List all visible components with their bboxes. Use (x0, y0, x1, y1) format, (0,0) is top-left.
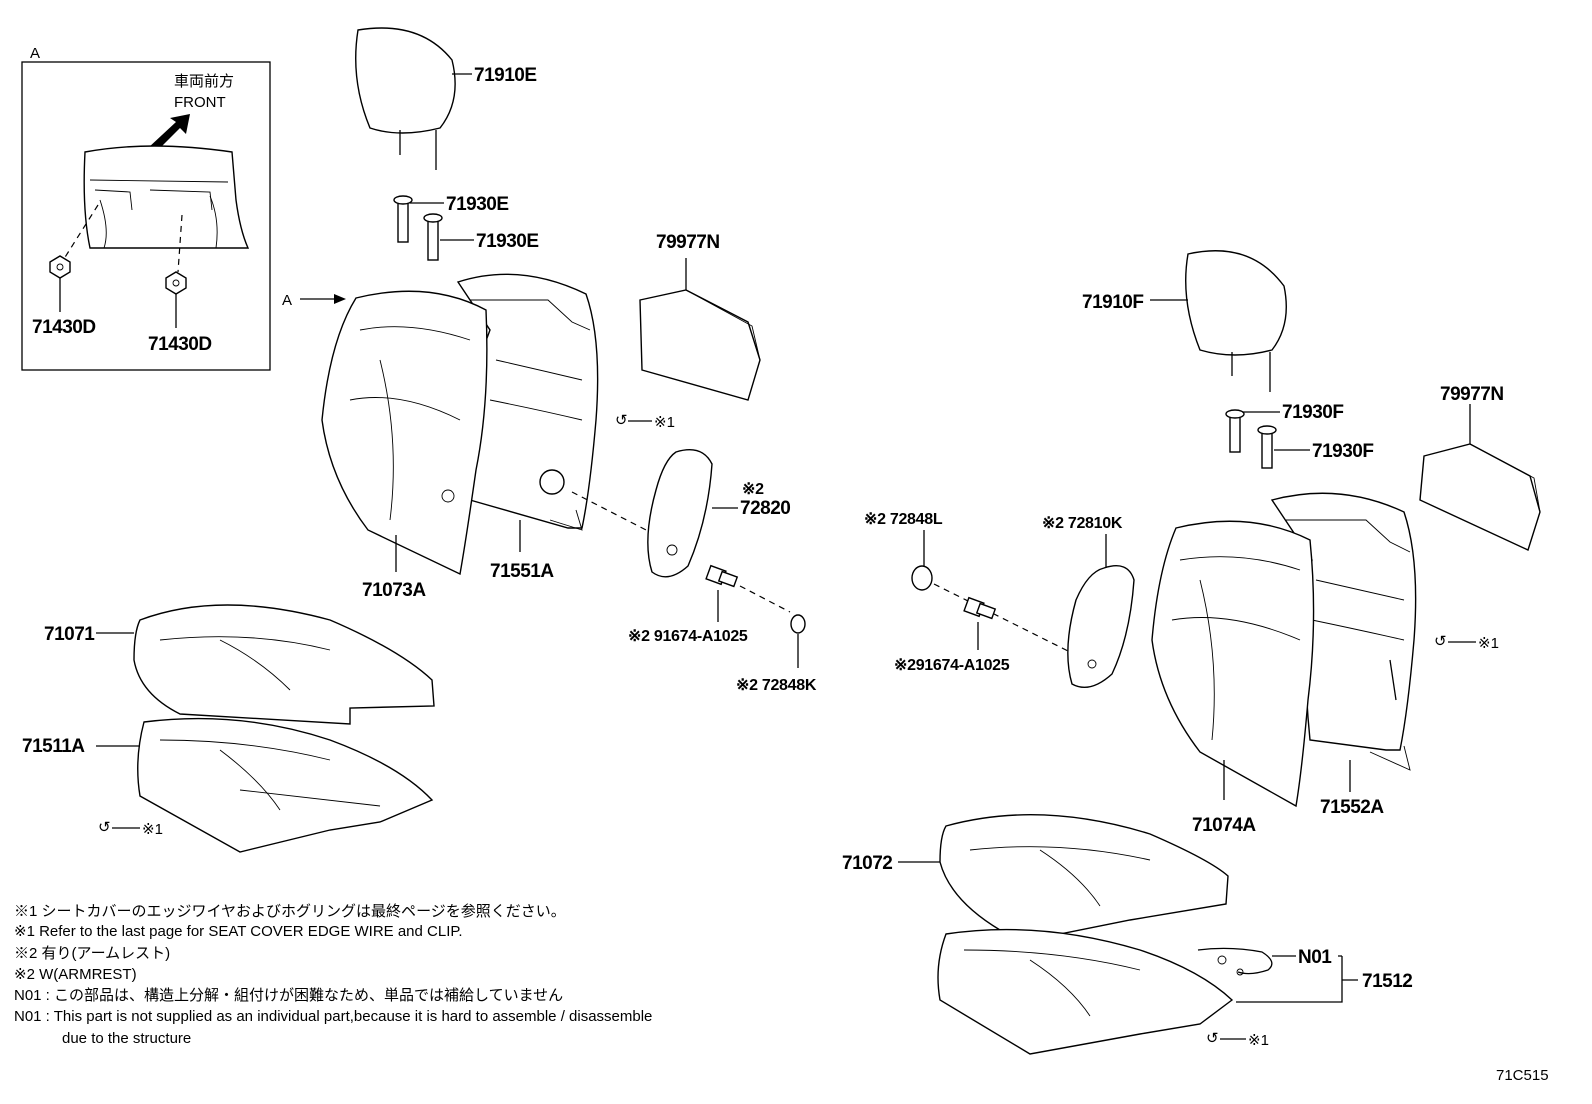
part-number-n01: N01 (1298, 947, 1332, 968)
part-number-71512: 71512 (1362, 971, 1412, 992)
inset-seat-frame (83, 145, 250, 249)
inset-view-a: A 車両前方 FRONT 71430D 71430D (21, 45, 271, 371)
part-number-71552a: 71552A (1320, 797, 1384, 818)
headrest-guide-right-2 (1257, 425, 1310, 469)
cushion-cover-right (898, 814, 1229, 939)
clip-icon-1: ↺ (615, 412, 628, 429)
front-arrow-icon (148, 114, 190, 154)
note-1-en: ※1 Refer to the last page for SEAT COVER… (14, 923, 463, 940)
note-n01-en-cont: due to the structure (62, 1030, 191, 1047)
armrest-left (647, 449, 738, 578)
part-number-91674-a1025-left: ※2 91674-A1025 (628, 628, 748, 645)
note-2-jp: ※2 有り(アームレスト) (14, 945, 170, 962)
part-number-71910f: 71910F (1082, 292, 1143, 313)
note-n01-en: N01 : This part is not supplied as an in… (14, 1008, 652, 1025)
clip-mark-1: ※1 (654, 414, 675, 431)
armrest-right (1067, 534, 1135, 688)
view-arrow-icon (334, 294, 346, 304)
part-number-71551a: 71551A (490, 561, 554, 582)
part-number-71074a: 71074A (1192, 815, 1256, 836)
clip-mark-3: ※1 (1478, 635, 1499, 652)
part-number-71930f-1: 71930F (1282, 402, 1343, 423)
inset-frame (21, 61, 271, 371)
armrest-left-mark: ※2 (742, 481, 764, 498)
cushion-pad-right (937, 928, 1234, 1055)
cap-right-l (911, 530, 933, 591)
part-number-72810k: ※2 72810K (1042, 515, 1123, 532)
clip-mark-4: ※1 (1248, 1032, 1269, 1049)
part-number-91674-a1025-right: ※291674-A1025 (894, 657, 1010, 674)
cushion-cover-left (96, 604, 435, 725)
clip-icon-3: ↺ (1434, 633, 1447, 650)
front-label-jp: 車両前方 (174, 73, 234, 90)
screw-right (963, 596, 997, 650)
screw-left (705, 564, 739, 622)
headrest-guide-right-1 (1225, 409, 1280, 453)
part-number-71930f-2: 71930F (1312, 441, 1373, 462)
side-pad-left (639, 258, 761, 401)
part-number-71930e-2: 71930E (476, 231, 539, 252)
part-number-72848k: ※2 72848K (736, 677, 817, 694)
part-number-71072: 71072 (842, 853, 892, 874)
wire-harness-n01 (1197, 947, 1296, 976)
part-number-71073a: 71073A (362, 580, 426, 601)
part-number-79977n-left: 79977N (656, 232, 720, 253)
bolt-left-icon (49, 255, 71, 279)
note-2-en: ※2 W(ARMREST) (14, 966, 137, 983)
headrest-left (355, 27, 472, 170)
headrest-guide-left-1 (393, 195, 444, 243)
cushion-pad-left (96, 717, 434, 853)
part-number-71511a: 71511A (22, 736, 85, 757)
view-arrow-label: A (282, 292, 292, 309)
front-label-en: FRONT (174, 94, 226, 111)
part-number-71430d-right: 71430D (148, 334, 212, 355)
notes-block: ※1 シートカバーのエッジワイヤおよびホグリングは最終ページを参照ください。 ※… (14, 903, 652, 1047)
inset-view-label: A (30, 45, 40, 62)
note-1-jp: ※1 シートカバーのエッジワイヤおよびホグリングは最終ページを参照ください。 (14, 903, 566, 920)
note-n01-jp: N01 : この部品は、構造上分解・組付けが困難なため、単品では補給していません (14, 987, 563, 1004)
part-number-71071: 71071 (44, 624, 95, 645)
part-number-72848l: ※2 72848L (864, 511, 943, 528)
seatback-cover-left (321, 290, 488, 576)
part-number-71930e-1: 71930E (446, 194, 509, 215)
diagram-code: 71C515 (1496, 1067, 1549, 1084)
clip-icon-2: ↺ (98, 819, 111, 836)
cap-left-k (790, 614, 806, 668)
side-pad-right (1419, 404, 1541, 551)
part-number-79977n-right: 79977N (1440, 384, 1504, 405)
part-number-72820: 72820 (740, 498, 790, 519)
seatback-cover-right (1151, 520, 1315, 808)
part-number-71430d-left: 71430D (32, 317, 96, 338)
headrest-guide-left-2 (423, 213, 474, 261)
part-number-71910e: 71910E (474, 65, 537, 86)
clip-icon-4: ↺ (1206, 1030, 1219, 1047)
clip-mark-2: ※1 (142, 821, 163, 838)
bracket-71512 (1236, 955, 1358, 1003)
headrest-right (1150, 250, 1287, 392)
bolt-right-icon (165, 271, 187, 295)
